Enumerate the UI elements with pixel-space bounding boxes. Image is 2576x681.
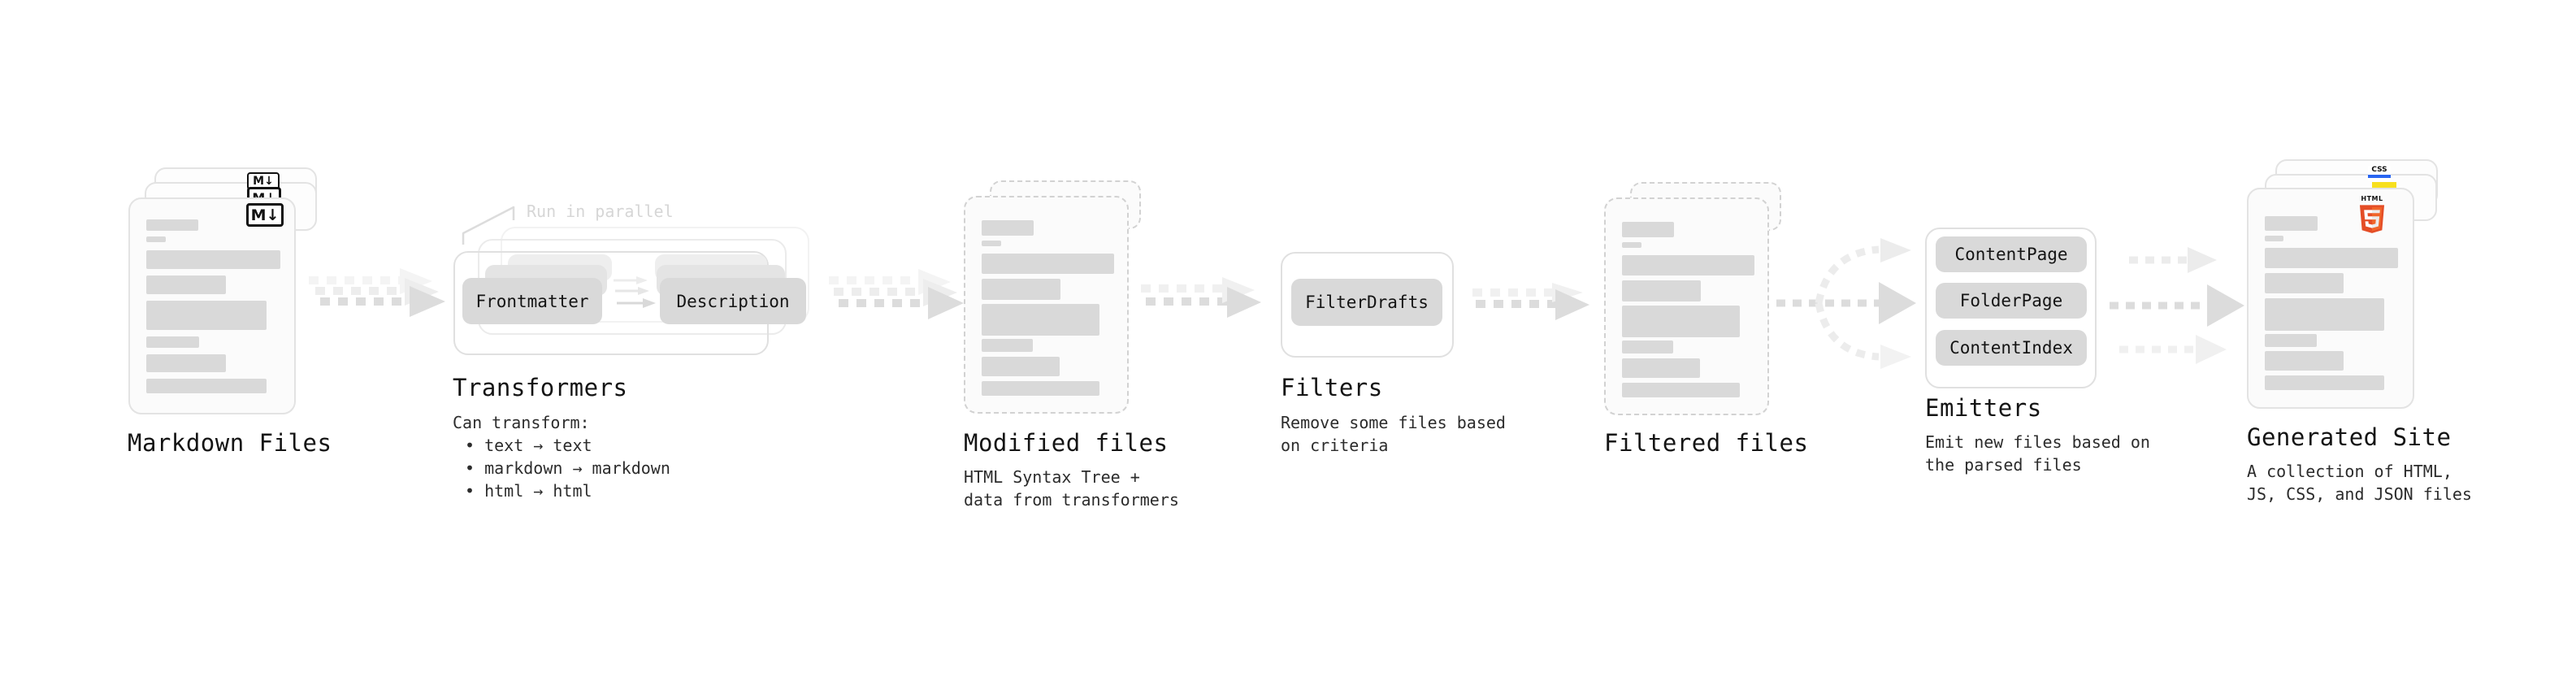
transformer-node-frontmatter[interactable]: Frontmatter <box>462 278 602 324</box>
doc-bar <box>1622 280 1701 301</box>
connector-filtered-to-emitters <box>1776 238 1916 369</box>
site-card-front <box>2247 188 2414 409</box>
doc-bar <box>1622 306 1740 337</box>
html5-icon: HTML <box>2354 195 2390 234</box>
css3-icon: CSS <box>2368 166 2391 180</box>
doc-bar <box>146 379 267 393</box>
html5-icon-label: HTML <box>2361 195 2383 202</box>
doc-bar <box>1622 242 1641 248</box>
doc-bar <box>1622 255 1754 275</box>
markdown-card-front <box>128 197 296 414</box>
doc-bar <box>982 241 1001 246</box>
connector-filters-to-filtered <box>1472 283 1589 320</box>
generated-site-title: Generated Site <box>2247 423 2452 451</box>
transformer-node-description[interactable]: Description <box>660 278 806 324</box>
doc-bar <box>2265 375 2384 390</box>
filters-title: Filters <box>1281 374 1383 401</box>
emitter-node-folderpage[interactable]: FolderPage <box>1936 283 2087 319</box>
transformers-bullet: • html → html <box>465 481 592 501</box>
doc-bar <box>1622 383 1740 397</box>
doc-bar <box>2265 334 2317 347</box>
transformer-internal-arrows <box>614 276 656 308</box>
generated-site-subtitle: A collection of HTML, JS, CSS, and JSON … <box>2247 462 2472 504</box>
transformers-bullets: • text → text • markdown → markdown • ht… <box>465 434 670 502</box>
transformers-bullet: • markdown → markdown <box>465 458 670 478</box>
doc-bar <box>146 236 166 242</box>
transformers-subtitle-lead: Can transform: <box>453 413 590 432</box>
doc-bar <box>982 304 1099 336</box>
doc-bar <box>2265 236 2283 241</box>
filtered-files-title: Filtered files <box>1604 429 1809 457</box>
doc-bar <box>1622 222 1674 237</box>
doc-bar <box>982 254 1114 274</box>
markdown-icon-arrow-back-2: ↓ <box>264 175 274 188</box>
run-in-parallel-bracket <box>462 206 515 245</box>
connector-modified-to-filters <box>1141 277 1261 318</box>
doc-bar <box>982 279 1060 300</box>
filters-box <box>1281 252 1454 358</box>
markdown-icon-arrow: ↓ <box>266 206 280 224</box>
emitters-title: Emitters <box>1925 394 2042 422</box>
markdown-icon: M↓ <box>246 203 284 227</box>
connector-transformers-to-modified <box>829 269 964 319</box>
markdown-icon-letter: M <box>250 206 267 224</box>
filters-subtitle: Remove some files based on criteria <box>1281 413 1506 455</box>
run-in-parallel-label: Run in parallel <box>527 202 674 221</box>
modified-card-front <box>964 196 1129 414</box>
modified-files-subtitle: HTML Syntax Tree + data from transformer… <box>964 467 1179 510</box>
doc-bar <box>146 354 226 372</box>
doc-bar <box>146 301 267 330</box>
filter-node-filterdrafts[interactable]: FilterDrafts <box>1291 279 1442 326</box>
markdown-files-title: Markdown Files <box>128 429 332 457</box>
modified-files-title: Modified files <box>964 429 1169 457</box>
doc-bar <box>982 357 1060 376</box>
transformers-bullet: • text → text <box>465 436 592 455</box>
emitter-node-contentpage[interactable]: ContentPage <box>1936 236 2087 272</box>
emitters-box <box>1925 228 2097 388</box>
doc-bar <box>1622 358 1700 378</box>
doc-bar <box>2265 298 2384 331</box>
html5-shield-glyph <box>2359 205 2385 233</box>
emitter-node-contentindex[interactable]: ContentIndex <box>1936 330 2087 366</box>
emitters-subtitle: Emit new files based on the parsed files <box>1925 432 2150 475</box>
doc-bar <box>982 381 1099 396</box>
transformers-title: Transformers <box>453 374 628 401</box>
doc-bar <box>146 275 226 294</box>
doc-bar <box>146 250 280 269</box>
filtered-card-front <box>1604 197 1769 415</box>
css3-icon-label: CSS <box>2371 166 2387 174</box>
doc-bar <box>146 336 199 348</box>
doc-bar <box>2265 248 2398 268</box>
doc-bar <box>146 219 198 231</box>
connector-emitters-to-site <box>2110 247 2244 364</box>
css3-icon-underline <box>2368 175 2391 178</box>
connector-markdown-to-transformers <box>309 268 445 317</box>
doc-bar <box>2265 351 2344 371</box>
markdown-icon-letter-back-2: M <box>253 175 265 188</box>
doc-bar <box>982 220 1034 236</box>
doc-bar <box>2265 216 2318 231</box>
doc-bar <box>1622 340 1673 354</box>
doc-bar <box>982 339 1033 352</box>
doc-bar <box>2265 273 2344 293</box>
